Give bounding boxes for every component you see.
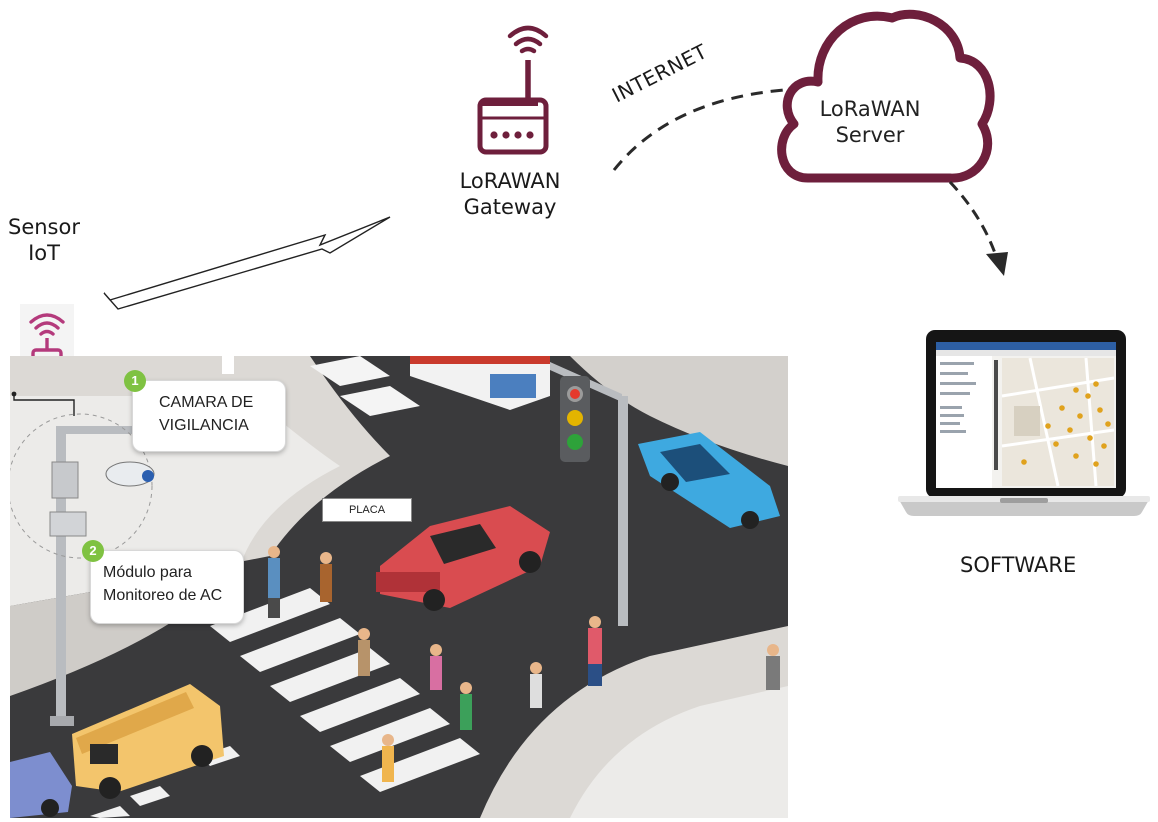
wireless-arrow [103, 216, 391, 310]
server-to-software-link [948, 180, 1008, 276]
gateway-label: LoRAWAN Gateway [459, 169, 561, 220]
internet-link [612, 88, 785, 171]
lorawan-server-label: LoRaWAN Server [819, 97, 921, 148]
sensor-iot-label: Sensor IoT [8, 215, 80, 266]
software-laptop-icon [898, 330, 1150, 516]
cloud-server-icon [777, 9, 995, 183]
callout-1-badge: 1 [124, 370, 146, 392]
sensor-wire [11, 391, 75, 416]
callout-2-badge: 2 [82, 540, 104, 562]
camera-callout: CAMARA DE VIGILANCIA [132, 380, 286, 452]
gateway-icon [477, 25, 549, 155]
ac-module-callout: Módulo para Monitoreo de AC [90, 550, 244, 624]
plate-tag: PLACA [322, 498, 412, 522]
software-label: SOFTWARE [960, 553, 1077, 577]
